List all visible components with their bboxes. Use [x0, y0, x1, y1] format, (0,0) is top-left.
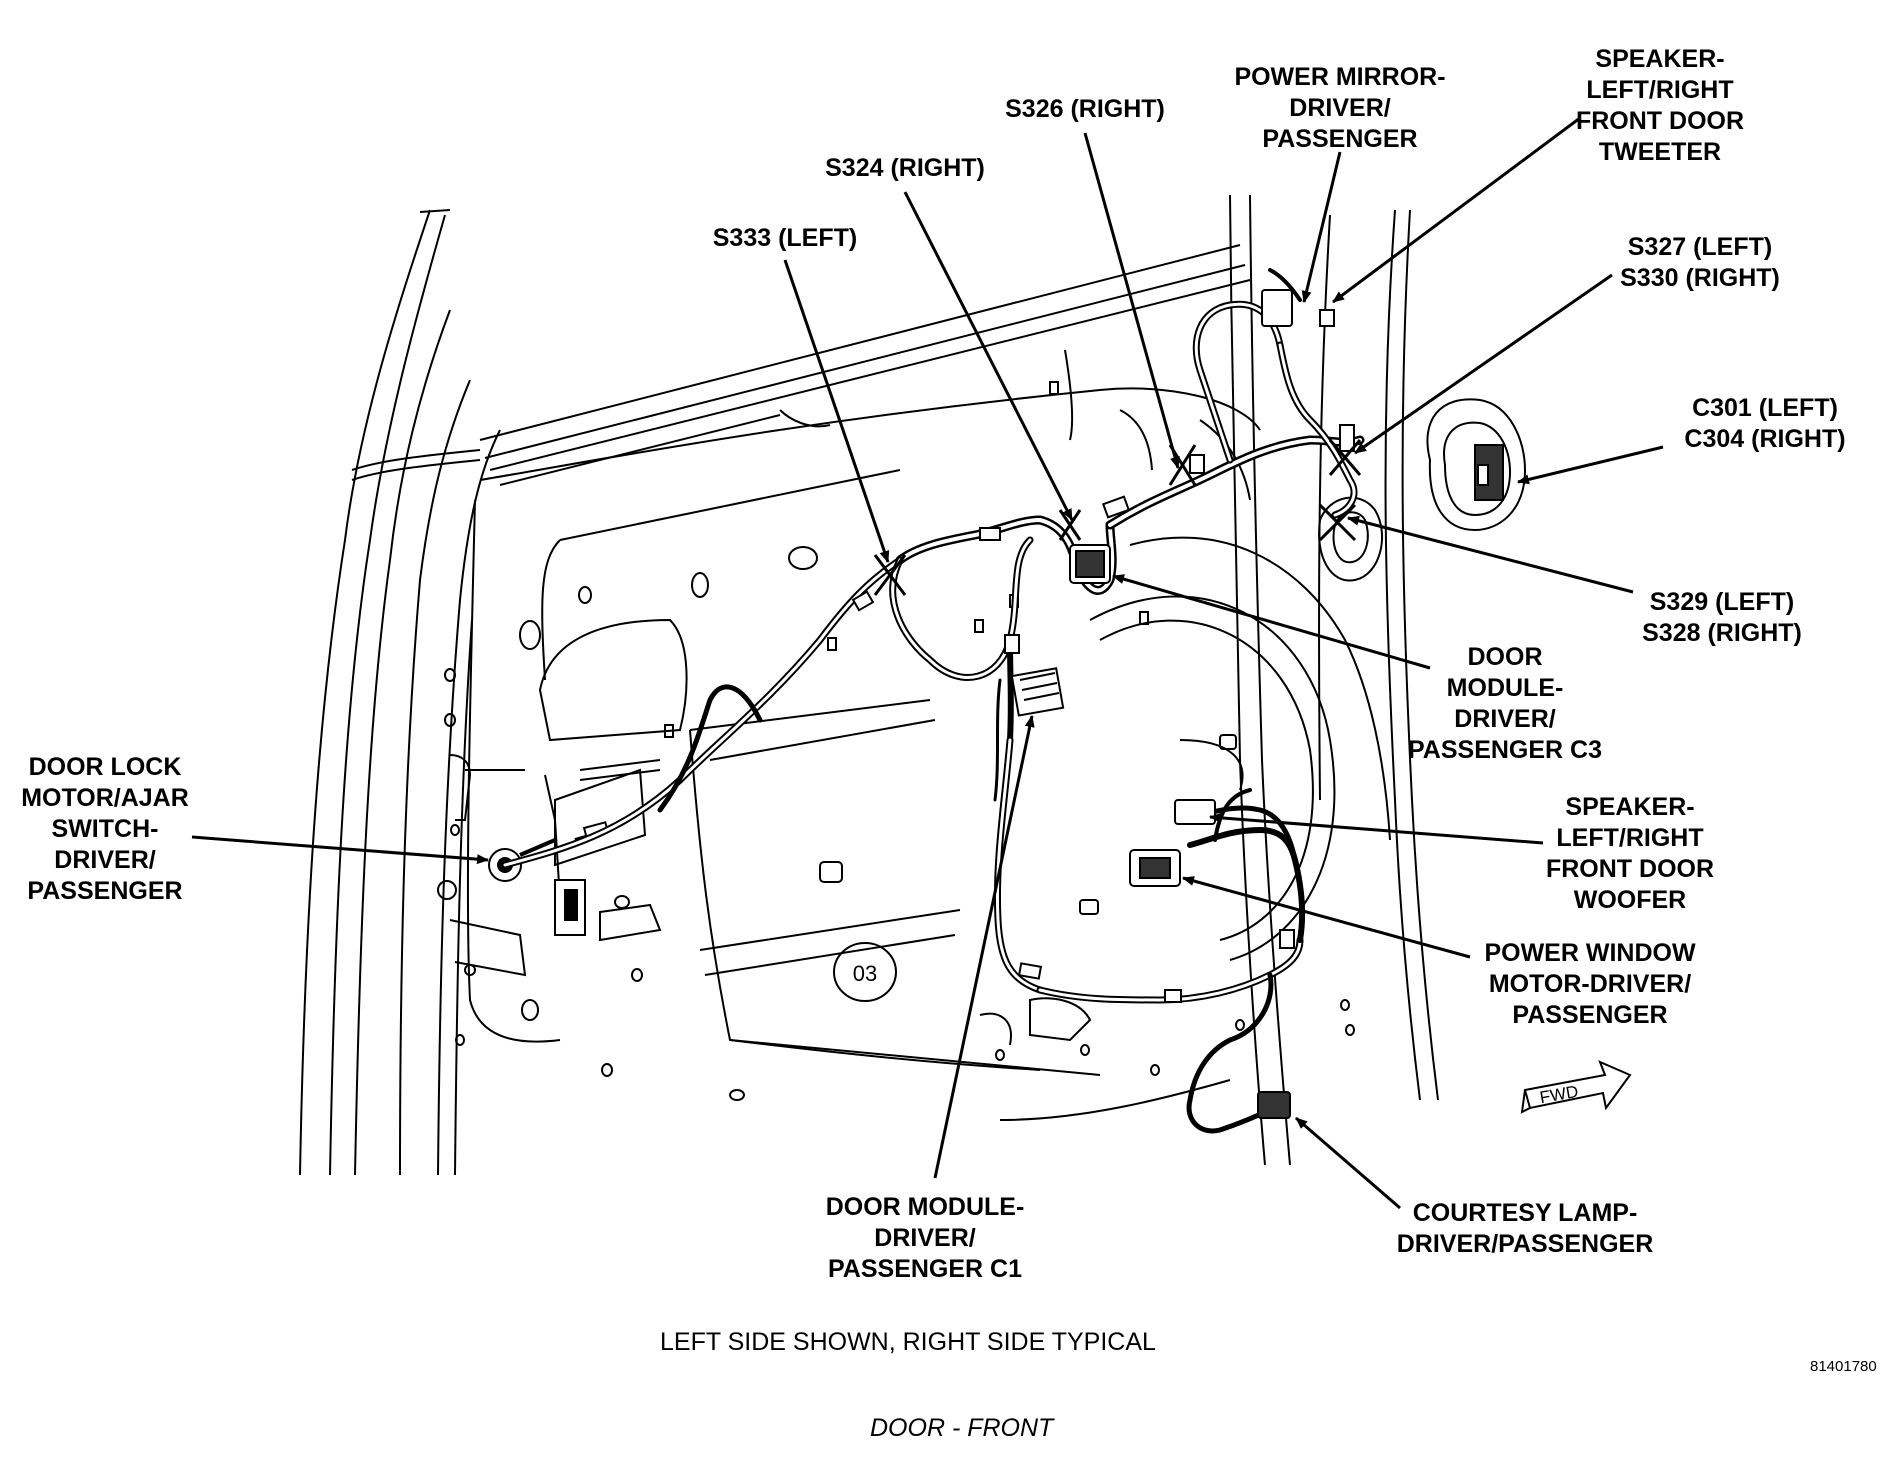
label-door-lock: DOOR LOCK MOTOR/AJAR SWITCH- DRIVER/PASSENG… — [10, 752, 200, 907]
fwd-arrow: FWD — [1520, 1060, 1632, 1114]
leader-s326 — [1083, 132, 1180, 469]
diagram-title: DOOR - FRONT — [870, 1414, 1054, 1442]
label-line: SPEAKER- — [1565, 793, 1695, 821]
label-power-mirror: POWER MIRROR- DRIVER/PASSENGER — [1210, 62, 1470, 155]
label-line: DRIVER/PASSENGER — [1396, 1230, 1654, 1258]
caption: LEFT SIDE SHOWN, RIGHT SIDE TYPICAL — [660, 1328, 1156, 1356]
label-line: FRONT DOOR — [1575, 107, 1745, 135]
label-line: MODULE- — [1446, 674, 1564, 702]
figure-id: 81401780 — [1810, 1358, 1877, 1375]
label-line: S329 (LEFT) — [1649, 588, 1795, 616]
leader-door-module-c3 — [1112, 574, 1431, 670]
leader-s333 — [783, 259, 890, 563]
leader-power-mirror — [1301, 151, 1342, 303]
label-line: DOOR MODULE- — [825, 1193, 1025, 1221]
label-s326: S326 (RIGHT) — [985, 94, 1185, 125]
label-line: TWEETER — [1598, 138, 1722, 166]
label-line: MOTOR-DRIVER/ — [1488, 970, 1692, 998]
label-line: DOOR LOCK — [28, 753, 182, 781]
panel-mark-text: 03 — [853, 961, 877, 986]
label-speaker-tweeter: SPEAKER- LEFT/RIGHT FRONT DOOR TWEETER — [1545, 44, 1775, 168]
label-line: S324 (RIGHT) — [825, 154, 985, 182]
label-line: POWER WINDOW — [1484, 939, 1696, 967]
label-line: POWER MIRROR- — [1234, 63, 1446, 91]
leader-woofer — [1209, 812, 1544, 845]
label-door-module-c3: DOOR MODULE- DRIVER/PASSENGER C3 — [1385, 642, 1625, 766]
label-line: COURTESY LAMP- — [1412, 1199, 1638, 1227]
label-line: FRONT DOOR — [1545, 855, 1715, 883]
label-line: S333 (LEFT) — [712, 224, 858, 252]
leader-s327 — [1354, 273, 1613, 455]
wiring-harness — [501, 268, 1365, 1134]
label-line: SPEAKER- — [1595, 45, 1725, 73]
label-s324: S324 (RIGHT) — [805, 153, 1005, 184]
label-c301-c304: C301 (LEFT) C304 (RIGHT) — [1665, 393, 1865, 455]
label-line: PASSENGER — [1512, 1001, 1668, 1029]
panel-mark: 03 — [833, 942, 897, 1002]
leader-courtesy-lamp — [1295, 1116, 1401, 1210]
label-line: LEFT/RIGHT — [1586, 76, 1734, 104]
label-line: WOOFER — [1573, 886, 1687, 914]
label-s329-s328: S329 (LEFT) S328 (RIGHT) — [1622, 587, 1822, 649]
label-line: DRIVER/ — [874, 1224, 976, 1252]
label-line: PASSENGER — [1262, 125, 1418, 153]
speaker-connector-c301 — [1426, 398, 1527, 532]
door-lock-connector — [488, 768, 662, 942]
label-line: DRIVER/ — [1289, 94, 1391, 122]
label-line: PASSENGER C3 — [1407, 736, 1603, 764]
harness-connectors — [851, 289, 1355, 1119]
leader-s324 — [903, 191, 1074, 521]
label-line: DRIVER/ — [1454, 705, 1556, 733]
label-line: S326 (RIGHT) — [1005, 95, 1165, 123]
label-line: C304 (RIGHT) — [1684, 425, 1846, 453]
leader-s329 — [1347, 515, 1634, 594]
label-door-module-c1: DOOR MODULE- DRIVER/PASSENGER C1 — [800, 1192, 1050, 1285]
label-line: DRIVER/ — [54, 846, 156, 874]
label-line: MOTOR/AJAR — [21, 784, 189, 812]
label-line: S327 (LEFT) — [1627, 233, 1773, 261]
label-line: C301 (LEFT) — [1692, 394, 1838, 422]
label-power-window: POWER WINDOW MOTOR-DRIVER/PASSENGER — [1460, 938, 1720, 1031]
label-line: PASSENGER C1 — [827, 1255, 1023, 1283]
leader-power-window — [1182, 876, 1471, 959]
door-frame — [299, 194, 1439, 1176]
leader-door-lock — [191, 835, 489, 865]
label-line: PASSENGER — [27, 877, 183, 905]
label-line: S328 (RIGHT) — [1642, 619, 1802, 647]
label-line: DOOR — [1467, 643, 1543, 671]
leader-tweeter — [1332, 116, 1581, 304]
label-line: S330 (RIGHT) — [1620, 264, 1780, 292]
label-s333: S333 (LEFT) — [695, 223, 875, 254]
label-courtesy-lamp: COURTESY LAMP- DRIVER/PASSENGER — [1390, 1198, 1660, 1260]
leader-c301 — [1517, 445, 1664, 485]
label-line: SWITCH- — [51, 815, 159, 843]
label-line: LEFT/RIGHT — [1556, 824, 1704, 852]
leader-door-module-c1 — [933, 715, 1035, 1179]
leader-lines — [191, 116, 1664, 1210]
label-s327-s330: S327 (LEFT) S330 (RIGHT) — [1600, 232, 1800, 294]
label-speaker-woofer: SPEAKER- LEFT/RIGHT FRONT DOOR WOOFER — [1515, 792, 1745, 916]
